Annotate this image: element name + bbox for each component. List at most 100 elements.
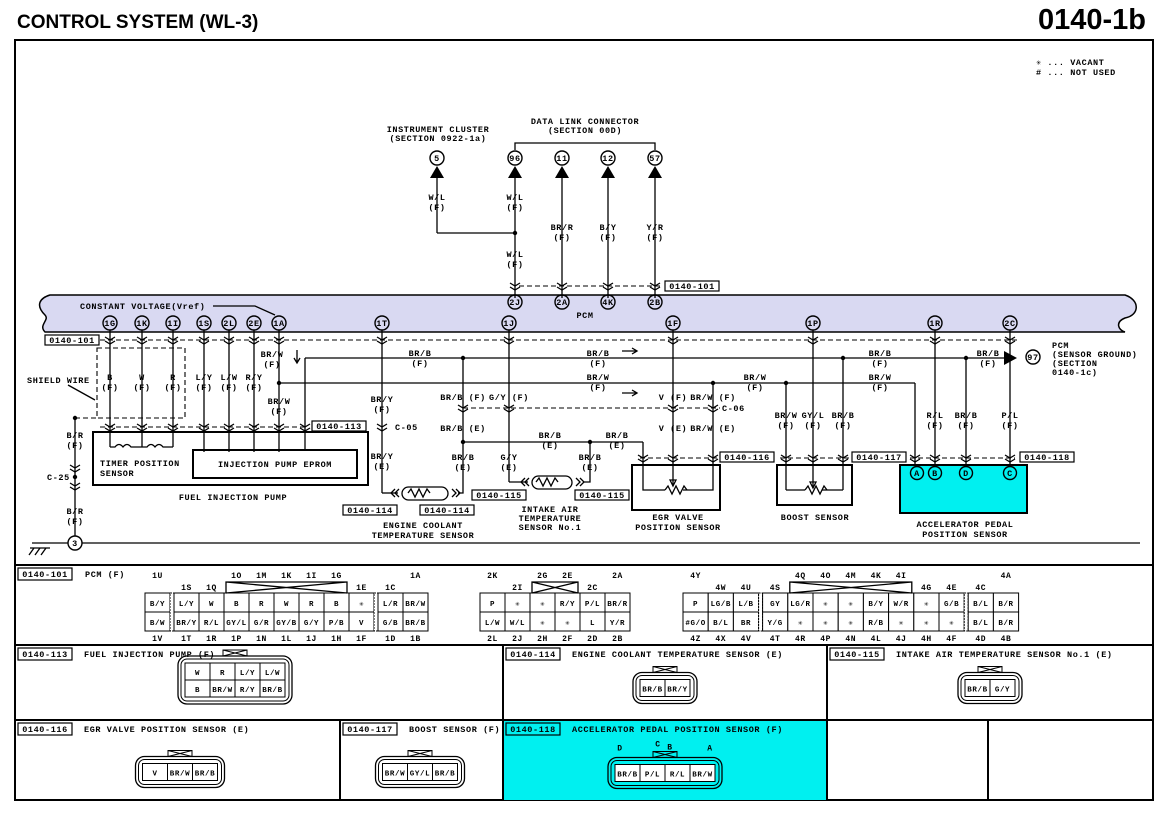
connector-code-box bbox=[505, 647, 561, 661]
pin-number: 4G bbox=[921, 584, 932, 593]
pin-cell bbox=[664, 679, 691, 697]
hatch-separator bbox=[963, 592, 969, 632]
wire bbox=[960, 454, 972, 463]
wire-color-label: (F) bbox=[220, 383, 237, 393]
egr-sensor-box bbox=[631, 464, 721, 511]
wire-color-label: R/L bbox=[926, 411, 943, 421]
intake-air-thermistor bbox=[531, 475, 573, 490]
pin-wire-color: ✳ bbox=[924, 601, 929, 609]
wire bbox=[531, 581, 579, 594]
sensor-ground-label: (SENSOR GROUND) bbox=[1052, 350, 1138, 360]
pin-number: 1C bbox=[385, 584, 396, 593]
pin-wire-color: ✳ bbox=[359, 601, 364, 609]
wire bbox=[622, 347, 639, 355]
connector-code-box bbox=[17, 647, 73, 661]
pin-number: 1M bbox=[256, 572, 267, 581]
pin-number: 1U bbox=[152, 572, 163, 581]
wire bbox=[602, 282, 614, 291]
pin-number: 1V bbox=[152, 635, 163, 644]
wire-color-label: L/W bbox=[220, 373, 237, 383]
terminal-circle bbox=[909, 465, 925, 481]
wire bbox=[667, 454, 679, 463]
hatch-separator bbox=[758, 592, 764, 632]
pin-wire-color: #G/O bbox=[685, 620, 705, 628]
pin-number: 4V bbox=[741, 635, 752, 644]
wire bbox=[535, 476, 559, 488]
connector-ref: 0140-115 bbox=[579, 491, 625, 501]
terminal-label: 5 bbox=[434, 154, 440, 164]
pin-wire-color: V bbox=[359, 620, 364, 628]
pin-wire-color: B/L bbox=[713, 620, 728, 628]
pin-number: 2G bbox=[537, 572, 548, 581]
wire-color-label: (F) bbox=[957, 421, 974, 431]
joint-c25: C-25 bbox=[47, 473, 70, 483]
pin-number: 1F bbox=[356, 635, 367, 644]
pin-wire-color: B/R bbox=[998, 620, 1013, 628]
shield-wire-label: SHIELD WIRE bbox=[27, 376, 90, 386]
pin-wire-color: R bbox=[220, 670, 225, 678]
pin-wire-color: BR/W bbox=[692, 772, 712, 780]
pin-number: 4K bbox=[871, 572, 882, 581]
pin-letter: A bbox=[707, 745, 712, 754]
wire-color-label: (F) bbox=[506, 203, 523, 213]
pin-wire-color: W/R bbox=[894, 601, 909, 609]
wire-color-label: BR/B bbox=[452, 453, 475, 463]
pin-wire-color: G/Y bbox=[304, 620, 319, 628]
dlc-label: (SECTION 00D) bbox=[548, 126, 622, 136]
pin-cell bbox=[689, 764, 716, 782]
pin-wire-color: G/B bbox=[944, 601, 959, 609]
pin-number: 4O bbox=[820, 572, 831, 581]
wire bbox=[69, 482, 81, 491]
pin-number: 4Y bbox=[690, 572, 701, 581]
pin-wire-color: BR/Y bbox=[667, 687, 687, 695]
pin-number: 4E bbox=[946, 584, 957, 593]
pin-number: 1Q bbox=[206, 584, 217, 593]
connector-code: 0140-117 bbox=[347, 725, 393, 735]
wire-color-label: BR/B bbox=[539, 431, 562, 441]
connector-ref: 0140-117 bbox=[856, 453, 902, 463]
pin-wire-color: W/L bbox=[510, 620, 525, 628]
connector-ref: 0140-114 bbox=[424, 506, 470, 516]
pin-wire-color: ✳ bbox=[924, 620, 929, 628]
pin-wire-color: B bbox=[195, 687, 200, 695]
pin-number: 4U bbox=[741, 584, 752, 593]
egr-label: POSITION SENSOR bbox=[635, 523, 721, 533]
pin-cell bbox=[992, 611, 1020, 632]
wire bbox=[668, 479, 678, 488]
wire bbox=[707, 454, 719, 463]
pin-number: 4B bbox=[1001, 635, 1012, 644]
wire bbox=[683, 485, 714, 491]
connector-title: EGR VALVE POSITION SENSOR (E) bbox=[84, 725, 249, 735]
wire-color-label: (F) bbox=[646, 233, 663, 243]
connector-code-box bbox=[17, 722, 73, 736]
intake-air-label: INTAKE AIR bbox=[521, 505, 578, 515]
wire-color-label: W/L bbox=[506, 193, 523, 203]
wire bbox=[225, 581, 348, 594]
connector-lock-icon bbox=[222, 649, 248, 657]
pin-wire-color: L/R bbox=[383, 601, 398, 609]
pin-number: 1G bbox=[331, 572, 342, 581]
wire-color-label: BR/W (F) bbox=[690, 393, 736, 403]
wire-color-label: BR/B bbox=[977, 349, 1000, 359]
pin-wire-color: P bbox=[490, 601, 495, 609]
pin-wire-color: BR/B bbox=[617, 772, 637, 780]
terminal-circle bbox=[507, 294, 523, 310]
pin-number: 1I bbox=[306, 572, 317, 581]
terminal-label: D bbox=[963, 469, 969, 479]
wire-color-label: BR/W bbox=[775, 411, 798, 421]
pin-number: 2K bbox=[487, 572, 498, 581]
pin-wire-color: L/W bbox=[485, 620, 500, 628]
pin-number: 1L bbox=[281, 635, 292, 644]
wire bbox=[789, 581, 913, 594]
pin-wire-color: P/L bbox=[585, 601, 600, 609]
wire-color-label: (F) bbox=[411, 359, 428, 369]
pin-number: 4P bbox=[820, 635, 831, 644]
wire-color-label: (F) bbox=[263, 360, 280, 370]
pin-wire-color: ✳ bbox=[798, 620, 803, 628]
pin-number: 4A bbox=[1001, 572, 1012, 581]
pin-number: 2C bbox=[587, 584, 598, 593]
fuel-injection-pump-label: FUEL INJECTION PUMP bbox=[179, 493, 287, 503]
pin-wire-color: B/Y bbox=[868, 601, 883, 609]
